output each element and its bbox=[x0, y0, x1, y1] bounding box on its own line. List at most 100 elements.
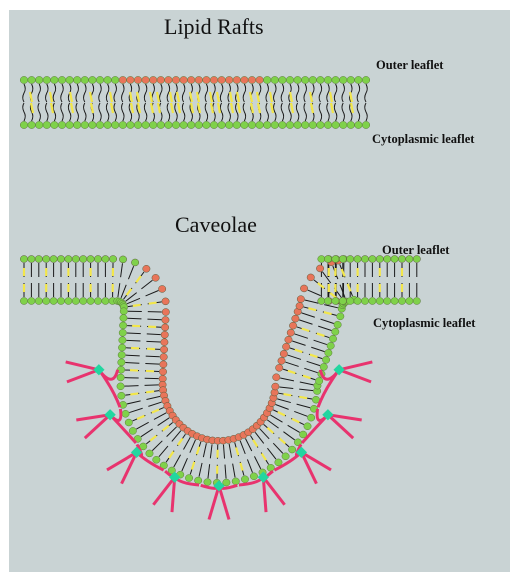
lipid-head bbox=[325, 349, 332, 356]
lipid-head bbox=[51, 121, 59, 128]
lipid-head bbox=[327, 342, 334, 349]
lipid-head bbox=[28, 298, 35, 305]
cholesterol bbox=[303, 376, 311, 378]
cholesterol bbox=[137, 416, 144, 419]
lipid-head bbox=[80, 256, 87, 263]
lipid-head bbox=[157, 76, 165, 83]
lipid-head bbox=[160, 361, 167, 368]
lipid-head bbox=[337, 313, 344, 320]
lipid-head bbox=[289, 322, 296, 329]
cholesterol bbox=[324, 312, 332, 314]
lipid-head bbox=[195, 76, 203, 83]
lipid-head bbox=[288, 446, 295, 453]
lipid-head bbox=[347, 121, 355, 128]
lipid-head bbox=[50, 298, 57, 305]
cholesterol bbox=[279, 438, 285, 443]
lipid-head bbox=[318, 256, 325, 263]
lipid-head bbox=[232, 478, 239, 485]
cholesterol bbox=[152, 410, 159, 413]
lipid-head bbox=[218, 121, 226, 128]
cholesterol bbox=[71, 103, 73, 113]
caveolae-outer-leaflet-label: Outer leaflet bbox=[382, 243, 449, 258]
lipid-head bbox=[119, 329, 126, 336]
caveolae-cytoplasmic-leaflet-label: Cytoplasmic leaflet bbox=[373, 316, 475, 331]
lipid-head bbox=[203, 121, 211, 128]
lipid-head bbox=[81, 121, 89, 128]
lipid-head bbox=[28, 76, 36, 83]
lipid-head bbox=[162, 298, 169, 305]
lipid-head bbox=[43, 121, 51, 128]
cholesterol bbox=[130, 92, 132, 102]
cholesterol bbox=[218, 103, 220, 113]
cholesterol bbox=[133, 305, 141, 306]
cholesterol bbox=[295, 350, 303, 352]
lipid-head bbox=[383, 298, 390, 305]
lipid-head bbox=[65, 256, 72, 263]
lipid-head bbox=[279, 121, 287, 128]
cholesterol bbox=[91, 103, 93, 113]
lipid-head bbox=[322, 356, 329, 363]
lipid-head bbox=[286, 76, 294, 83]
lipid-head bbox=[287, 329, 294, 336]
lipid-head bbox=[324, 76, 332, 83]
cholesterol bbox=[136, 276, 141, 282]
lipid-head bbox=[210, 76, 218, 83]
lipid-head bbox=[369, 256, 376, 263]
lipid-head bbox=[35, 121, 43, 128]
raft-outer-leaflet-label: Outer leaflet bbox=[376, 58, 443, 73]
cholesterol bbox=[308, 308, 316, 310]
cholesterol bbox=[331, 103, 333, 113]
lipid-head bbox=[81, 76, 89, 83]
lipid-head bbox=[50, 256, 57, 263]
lipid-head bbox=[210, 121, 218, 128]
lipid-head bbox=[332, 328, 339, 335]
lipid-head bbox=[286, 121, 294, 128]
lipid-head bbox=[127, 76, 135, 83]
cholesterol bbox=[267, 428, 273, 433]
cholesterol bbox=[178, 438, 183, 445]
lipid-head bbox=[280, 350, 287, 357]
cholesterol bbox=[127, 289, 132, 295]
lipid-head bbox=[96, 121, 104, 128]
lipid-head bbox=[51, 76, 59, 83]
lipid-raft-membrane bbox=[20, 76, 370, 128]
lipid-head bbox=[248, 76, 256, 83]
lipid-head bbox=[307, 414, 314, 421]
cholesterol bbox=[111, 103, 113, 113]
lipid-head bbox=[317, 121, 325, 128]
lipid-head bbox=[104, 76, 112, 83]
lipid-head bbox=[361, 298, 368, 305]
lipid-head bbox=[339, 121, 347, 128]
lipid-head bbox=[250, 473, 257, 480]
lipid-head bbox=[159, 368, 166, 375]
lipid-head bbox=[204, 479, 211, 486]
cholesterol bbox=[262, 453, 266, 460]
lipid-head bbox=[315, 377, 322, 384]
cholesterol bbox=[330, 92, 332, 102]
lipid-head bbox=[104, 121, 112, 128]
lipid-head bbox=[118, 392, 125, 399]
lipid-head bbox=[158, 285, 165, 292]
lipid-head bbox=[66, 121, 74, 128]
lipid-head bbox=[275, 459, 282, 466]
lipid-head bbox=[165, 76, 173, 83]
caveolae-membrane bbox=[20, 256, 420, 520]
lipid-head bbox=[87, 256, 94, 263]
lipid-head bbox=[225, 76, 233, 83]
lipid-head bbox=[146, 450, 153, 457]
cholesterol bbox=[51, 103, 53, 113]
cholesterol bbox=[217, 92, 219, 102]
cholesterol bbox=[210, 92, 212, 102]
cholesterol bbox=[150, 92, 152, 102]
lipid-head bbox=[57, 256, 64, 263]
lipid-head bbox=[180, 121, 188, 128]
cholesterol bbox=[318, 283, 324, 288]
lipid-head bbox=[267, 464, 274, 471]
lipid-head bbox=[339, 256, 346, 263]
lipid-head bbox=[271, 76, 279, 83]
lipid-head bbox=[109, 256, 116, 263]
cholesterol bbox=[270, 92, 272, 102]
lipid-head bbox=[339, 76, 347, 83]
lipid-head bbox=[118, 351, 125, 358]
lipid-head bbox=[233, 121, 241, 128]
